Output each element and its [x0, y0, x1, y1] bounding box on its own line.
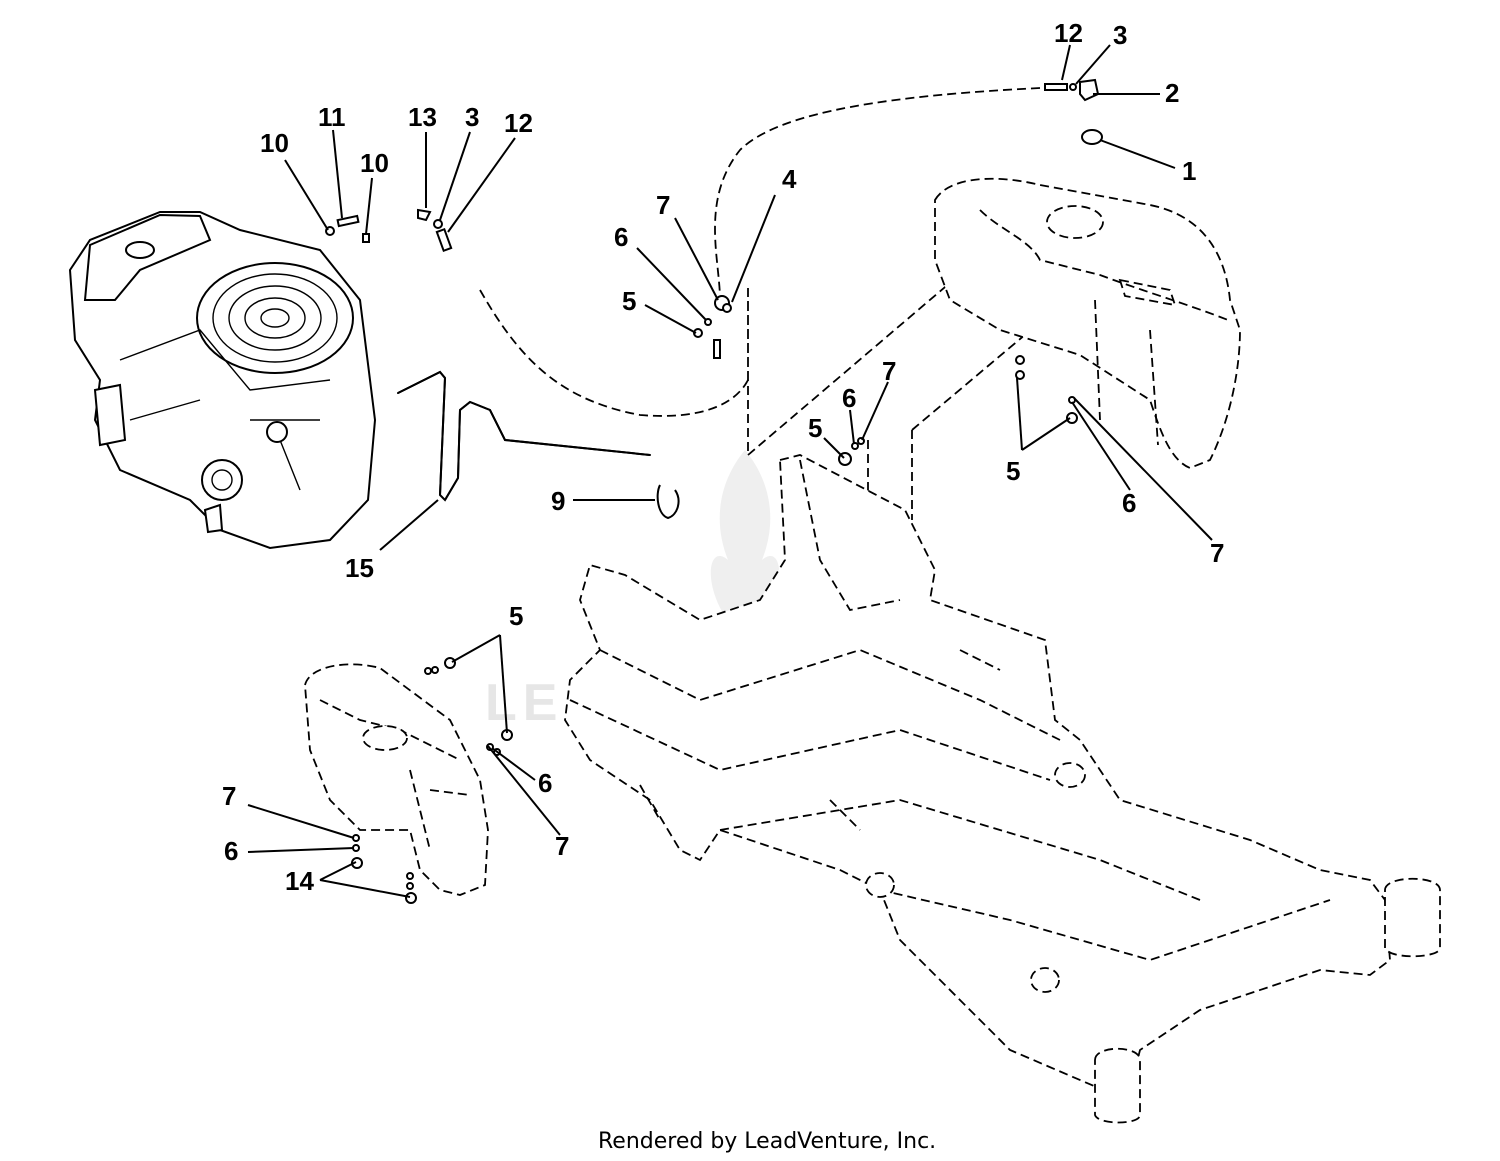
callout-12: 12 [504, 108, 533, 138]
engine-fittings [325, 208, 453, 253]
callout-5: 5 [1006, 456, 1020, 486]
callout-2: 2 [1165, 78, 1179, 108]
callout-14: 14 [285, 866, 314, 896]
callout-7: 7 [882, 356, 896, 386]
fuel-valve [1044, 78, 1103, 145]
callout-6: 6 [224, 836, 238, 866]
callout-13: 13 [408, 102, 437, 132]
callout-5: 5 [808, 413, 822, 443]
left-fuel-tank [304, 437, 865, 904]
hose-clamp [656, 484, 680, 520]
callout-6: 6 [538, 768, 552, 798]
flame-logo-icon [710, 450, 780, 640]
callout-6: 6 [1122, 488, 1136, 518]
guide-line-tank-2 [911, 317, 1046, 520]
callout-1: 1 [1182, 156, 1196, 186]
callout-3: 3 [465, 102, 479, 132]
callout-labels: 1 2 3 12 4 7 6 5 10 11 10 13 3 12 15 9 5… [222, 18, 1224, 896]
engine [68, 211, 377, 550]
footer-credit: Rendered by LeadVenture, Inc. [598, 1129, 936, 1154]
callout-7: 7 [222, 781, 236, 811]
callout-10: 10 [360, 148, 389, 178]
callout-7: 7 [555, 831, 569, 861]
callout-4: 4 [782, 164, 797, 194]
guide-line-tank [747, 269, 966, 456]
callout-12: 12 [1054, 18, 1083, 48]
callout-9: 9 [551, 486, 565, 516]
callout-6: 6 [614, 222, 628, 252]
callout-5: 5 [622, 286, 636, 316]
leader-lines [247, 44, 1213, 898]
tank-grommet [693, 295, 732, 359]
callout-6: 6 [842, 383, 856, 413]
fuel-tank [934, 177, 1241, 469]
mower-frame [564, 454, 1441, 1124]
fuel-hose [397, 370, 651, 502]
fuel-line-lower [479, 289, 749, 417]
callout-3: 3 [1113, 20, 1127, 50]
fuel-line-upper [714, 87, 1041, 301]
callout-7: 7 [1210, 538, 1224, 568]
callout-5: 5 [509, 601, 523, 631]
callout-11: 11 [318, 102, 346, 132]
callout-15: 15 [345, 553, 374, 583]
callout-7: 7 [656, 190, 670, 220]
callout-10: 10 [260, 128, 289, 158]
